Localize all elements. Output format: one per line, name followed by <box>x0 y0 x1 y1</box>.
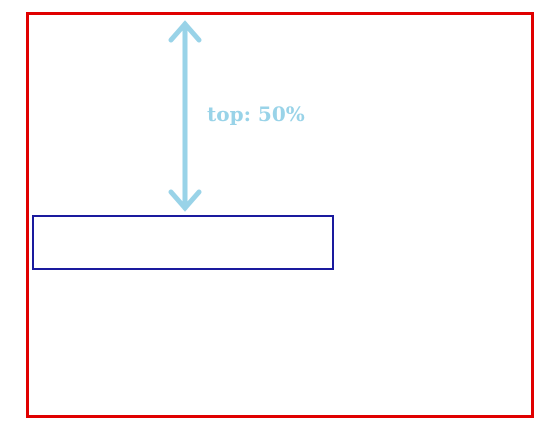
container-box <box>26 12 534 418</box>
positioned-element-box <box>32 215 334 270</box>
top-offset-label: top: 50% <box>207 102 305 126</box>
vertical-double-arrow <box>168 20 202 212</box>
